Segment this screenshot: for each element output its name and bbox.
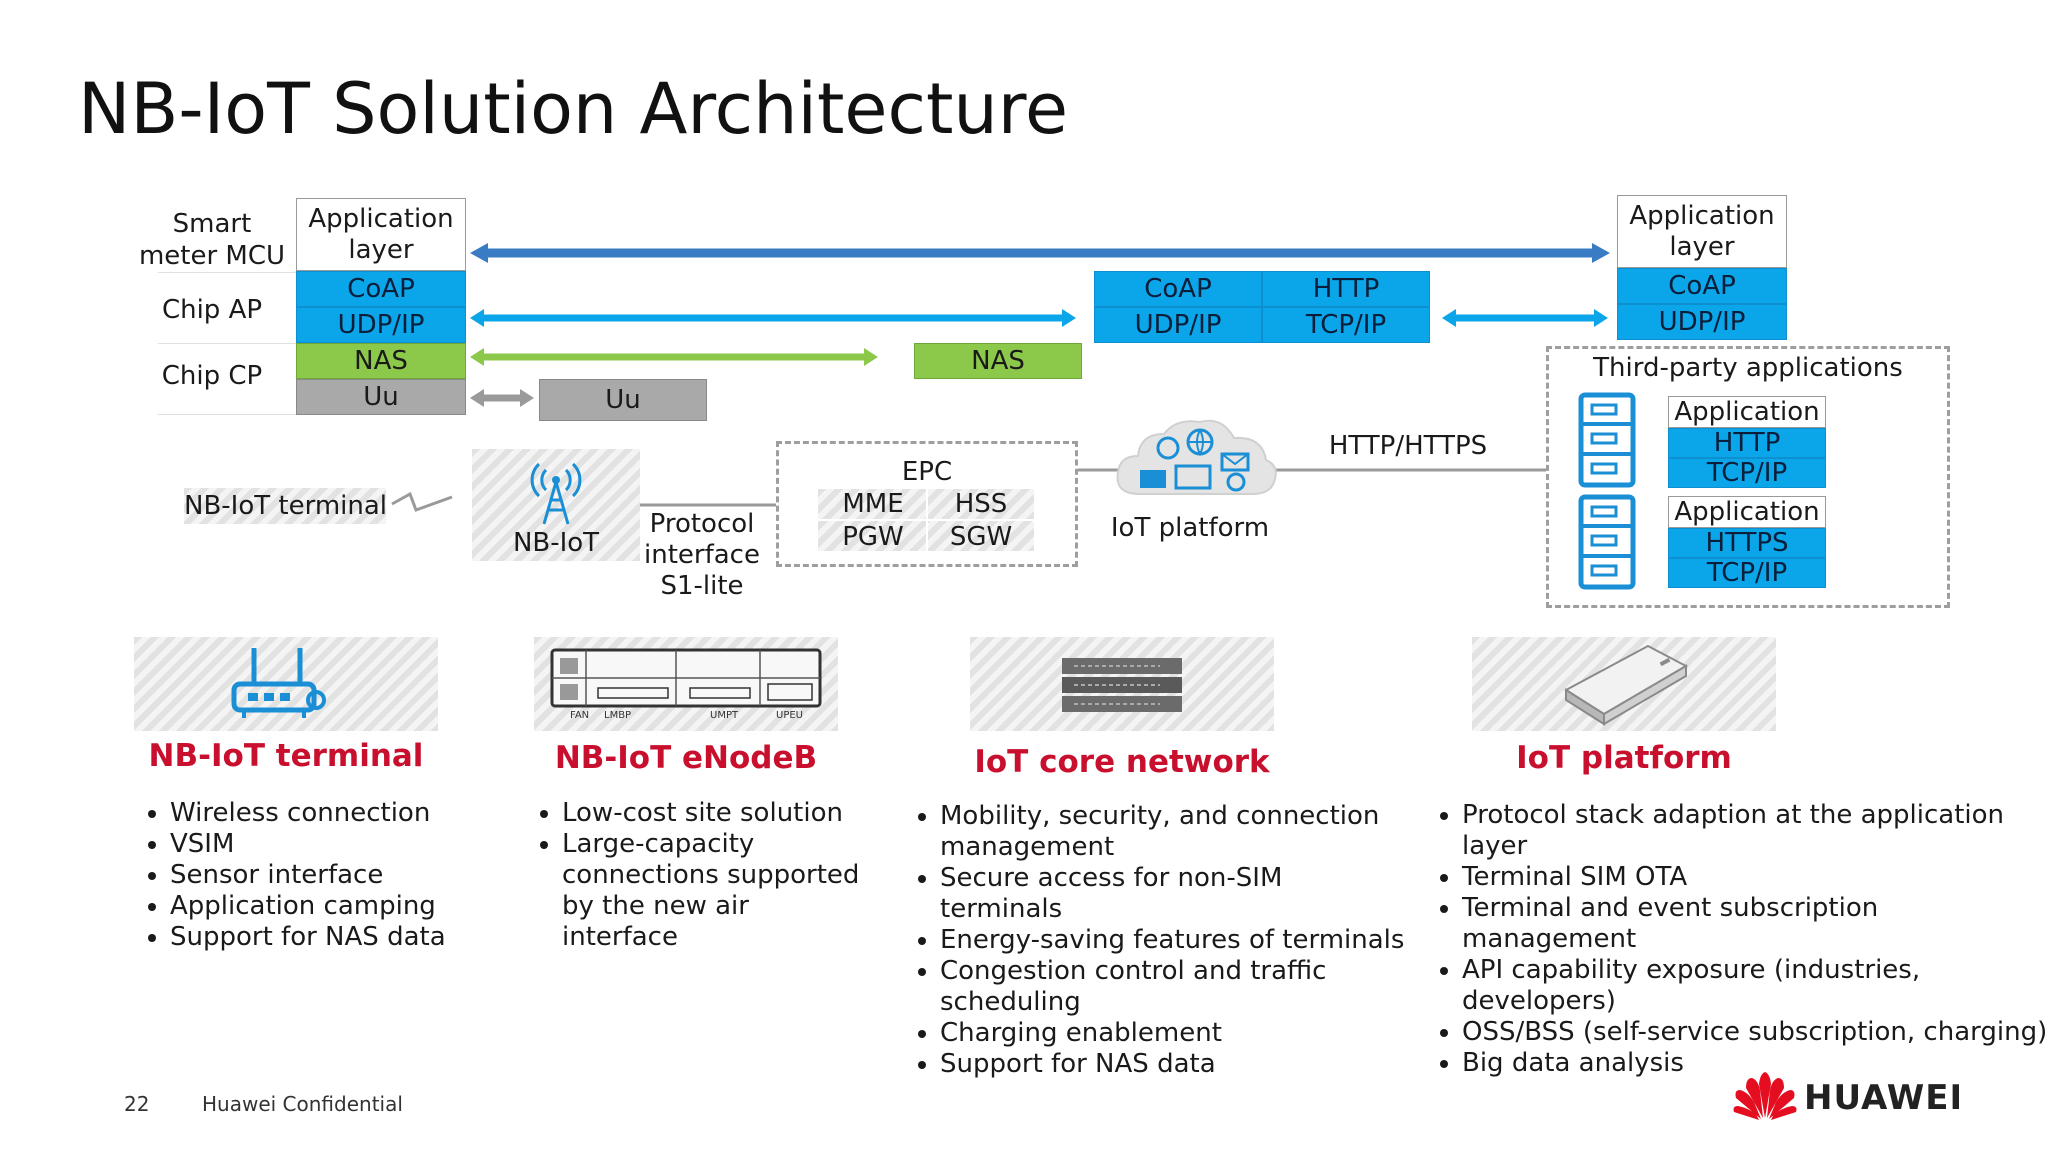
list-item: Support for NAS data: [170, 922, 470, 953]
label-chip-ap: Chip AP: [161, 295, 263, 325]
server-icon: [1578, 494, 1636, 590]
server-app-layer: Application layer: [1617, 195, 1787, 268]
epc-mme: MME: [842, 489, 904, 519]
terminal-coap: CoAP: [296, 271, 466, 307]
enodeb-box: [472, 449, 640, 561]
app2-application: Application: [1668, 496, 1826, 528]
device-label-fan: FAN: [570, 710, 590, 721]
list-item: Application camping: [170, 891, 470, 922]
section-title-enodeb: NB-IoT eNodeB: [554, 740, 818, 776]
list-item: Terminal and event subscription manageme…: [1462, 893, 2048, 955]
epc-divider: [818, 519, 1034, 521]
terminal-bullet-list: Wireless connection VSIM Sensor interfac…: [138, 798, 470, 953]
enodeb-bullet-list: Low-cost site solution Large-capacity co…: [530, 798, 872, 953]
epc-hss: HSS: [954, 489, 1008, 519]
list-item: Low-cost site solution: [562, 798, 872, 829]
separator: [158, 272, 296, 273]
iot-platform-label: IoT platform: [1110, 513, 1270, 543]
server-rack-icon: [1062, 658, 1182, 712]
wireless-link: [391, 491, 453, 512]
third-party-box: [1546, 346, 1950, 608]
app1-application: Application: [1668, 396, 1826, 428]
antenna-icon: [530, 462, 582, 525]
separator: [158, 343, 296, 344]
bbu-icon: [550, 648, 822, 708]
list-item: OSS/BSS (self-service subscription, char…: [1462, 1017, 2048, 1048]
device-label-umpt: UMPT: [710, 710, 739, 721]
epc-nas: NAS: [914, 343, 1082, 379]
terminal-nas: NAS: [296, 343, 466, 379]
section-title-platform: IoT platform: [1516, 740, 1732, 776]
uu-arrow: [470, 389, 534, 407]
enodeb-uu: Uu: [539, 379, 707, 421]
list-item: VSIM: [170, 829, 470, 860]
nas-arrow: [470, 348, 878, 366]
huawei-brand-text: HUAWEI: [1804, 1078, 1964, 1118]
epc-pgw: PGW: [842, 522, 904, 552]
appliance-icon: [1564, 644, 1689, 726]
list-item: Congestion control and traffic schedulin…: [940, 956, 1410, 1018]
list-item: Wireless connection: [170, 798, 470, 829]
epc-title: EPC: [901, 457, 953, 487]
list-item: Protocol stack adaption at the applicati…: [1462, 800, 2048, 862]
terminal-app-layer: Application layer: [296, 198, 466, 271]
list-item: Mobility, security, and connection manag…: [940, 801, 1410, 863]
server-udp: UDP/IP: [1617, 304, 1787, 340]
terminal-uu: Uu: [296, 379, 466, 415]
label-chip-cp: Chip CP: [161, 361, 263, 391]
list-item: Terminal SIM OTA: [1462, 862, 2048, 893]
list-item: Secure access for non-SIM terminals: [940, 863, 1410, 925]
terminal-label-bg: [184, 488, 386, 524]
router-icon: [231, 648, 326, 718]
page-number: 22: [124, 1092, 150, 1116]
platform-coap: CoAP: [1094, 271, 1262, 307]
list-item: Energy-saving features of terminals: [940, 925, 1410, 956]
third-party-title: Third-party applications: [1593, 353, 1903, 383]
terminal-udp: UDP/IP: [296, 307, 466, 343]
platform-bullet-list: Protocol stack adaption at the applicati…: [1430, 800, 2048, 1079]
epc-box: [776, 441, 1078, 567]
list-item: Large-capacity connections supported by …: [562, 829, 872, 953]
app1-http: HTTP: [1668, 428, 1826, 458]
list-item: Support for NAS data: [940, 1049, 1410, 1080]
http-https-label: HTTP/HTTPS: [1328, 431, 1488, 461]
huawei-logo: [1733, 1072, 1797, 1120]
confidential-label: Huawei Confidential: [202, 1092, 403, 1116]
platform-http: HTTP: [1262, 271, 1430, 307]
server-icon: [1578, 392, 1636, 488]
section-title-terminal: NB-IoT terminal: [148, 738, 424, 774]
epc-sgw: SGW: [949, 522, 1013, 552]
app-layer-arrow: [470, 243, 1610, 263]
list-item: Big data analysis: [1462, 1048, 2048, 1079]
server-coap: CoAP: [1617, 268, 1787, 304]
section-title-core: IoT core network: [974, 744, 1270, 780]
app1-tcp: TCP/IP: [1668, 458, 1826, 488]
nb-iot-terminal-label: NB-IoT terminal: [184, 491, 387, 521]
platform-server-arrow: [1442, 309, 1608, 327]
device-label-lmbp: LMBP: [604, 710, 632, 721]
platform-tcp: TCP/IP: [1262, 307, 1430, 343]
cloud-icon: [1116, 419, 1277, 495]
app2-https: HTTPS: [1668, 528, 1826, 558]
enodeb-label: NB-IoT: [512, 528, 600, 558]
list-item: Sensor interface: [170, 860, 470, 891]
platform-udp: UDP/IP: [1094, 307, 1262, 343]
list-item: Charging enablement: [940, 1018, 1410, 1049]
app2-tcp: TCP/IP: [1668, 558, 1826, 588]
core-bullet-list: Mobility, security, and connection manag…: [908, 801, 1410, 1080]
label-smart-meter: Smart meter MCU: [138, 209, 286, 271]
separator: [158, 414, 296, 415]
page-title: NB-IoT Solution Architecture: [78, 68, 1069, 150]
coap-arrow: [470, 309, 1076, 327]
device-label-upeu: UPEU: [776, 710, 803, 721]
protocol-interface-label: Protocol interface S1-lite: [644, 509, 760, 601]
list-item: API capability exposure (industries, dev…: [1462, 955, 2048, 1017]
